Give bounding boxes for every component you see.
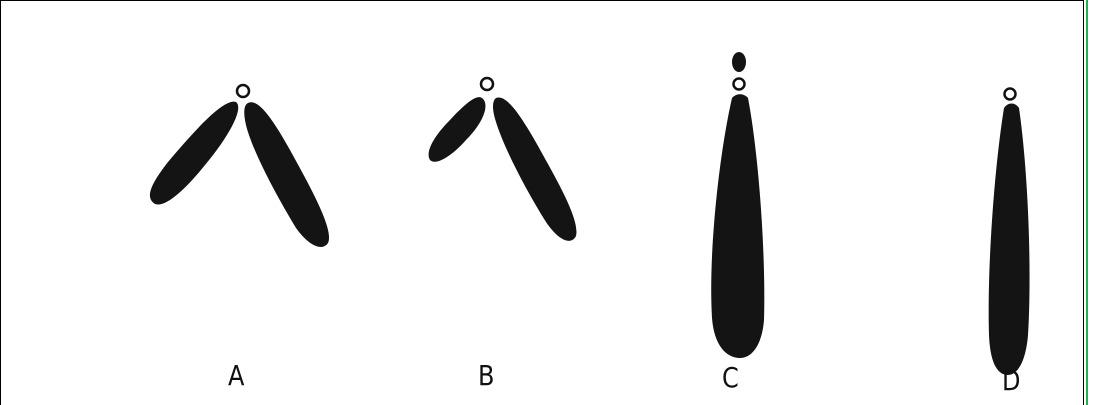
chromosome-a-right-arm [244,102,329,247]
chromosome-b-short-arm [429,97,486,162]
chromosome-c-satellite [732,52,746,72]
chromosome-b [429,78,577,241]
label-c: C [722,362,739,394]
label-d: D [1002,365,1020,397]
chromosome-b-centromere [481,78,493,90]
chromosome-d-arm [989,104,1030,376]
label-b: B [478,360,494,392]
chromosome-a-centromere [237,85,249,97]
chromosome-a-left-arm [150,102,238,205]
chromosome-c-long-arm [711,94,764,358]
chromosome-b-long-arm [493,97,576,240]
chromosome-c-centromere [734,79,745,90]
chromosome-a [150,85,329,247]
chromosome-c [711,52,764,358]
chromosome-d [989,89,1030,376]
chromosome-d-centromere [1005,89,1016,100]
label-a: A [228,360,244,392]
